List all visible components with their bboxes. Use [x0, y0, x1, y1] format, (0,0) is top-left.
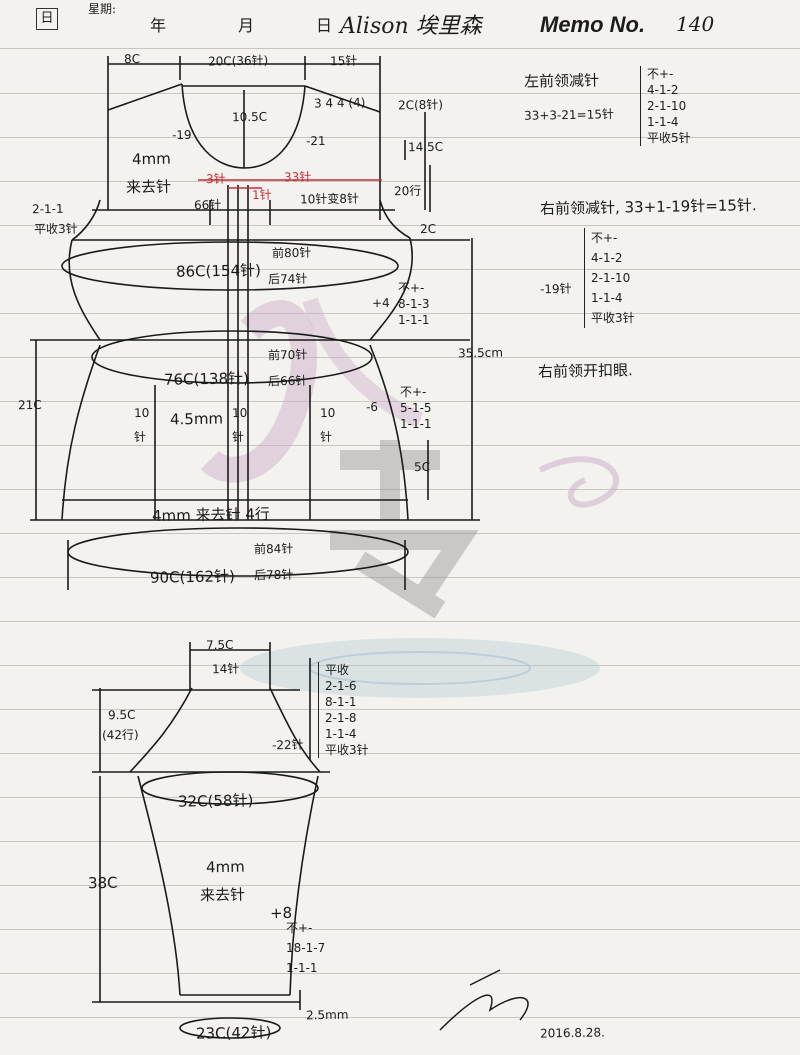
left-front-rules: 不+- 4-1-2 2-1-10 1-1-4 平收5针 [640, 66, 691, 146]
month-label: 月 [238, 16, 255, 35]
year-label: 年 [150, 16, 167, 35]
author-name: Alison 埃里森 [340, 14, 482, 39]
signature-date: 2016.8.28. [539, 1025, 606, 1041]
right-front-rule: 1-1-4 [591, 291, 623, 305]
sleeve-needle-size: 4mm [205, 857, 245, 877]
sleeve-inc-rules: 不+- 18-1-7 1-1-1 [286, 918, 325, 978]
right-front-rule: 4-1-2 [591, 251, 623, 265]
day-label: 日 [316, 16, 333, 35]
sleeve-top-width: 7.5C [205, 637, 234, 653]
cap-rule: 平收3针 [325, 743, 369, 757]
right-front-rule: 2-1-10 [591, 271, 631, 285]
week-label: 星期: [88, 2, 117, 16]
cuff-width: 23C(42针) [195, 1023, 272, 1043]
inc-rule: 1-1-1 [398, 313, 430, 327]
dec-rules: 不+- 5-1-5 1-1-1 [400, 384, 432, 432]
dec-rule: 不+- [400, 385, 427, 399]
inc-rules: 不+- 8-1-3 1-1-1 [398, 280, 430, 328]
left-front-rule: 1-1-4 [647, 115, 679, 129]
memo-label: Memo No. [540, 12, 646, 37]
cap-minus: -22针 [271, 737, 304, 753]
sleeve-inc-rule: 18-1-7 [286, 941, 326, 955]
sleeve-inc-rule: 不+- [286, 921, 313, 935]
cap-rule: 2-1-8 [325, 711, 357, 725]
signature-scribble [439, 969, 529, 1031]
cap-height: 9.5C [107, 707, 136, 723]
left-front-rule: 4-1-2 [647, 83, 679, 97]
left-front-rule: 2-1-10 [647, 99, 687, 113]
cap-rows: (42行) [101, 727, 139, 743]
dec-rule: 5-1-5 [400, 401, 432, 415]
cap-rule: 2-1-6 [325, 679, 357, 693]
sleeve-needle-stitch: 来去针 [199, 885, 246, 905]
inc-rule: 不+- [398, 281, 425, 295]
inc-rule: 8-1-3 [398, 297, 430, 311]
dec-rule: 1-1-1 [400, 417, 432, 431]
day-box: 日 [36, 8, 58, 30]
sleeve-length: 38C [87, 873, 118, 893]
sleeve-top-stitches: 14针 [211, 661, 240, 677]
page-header: 日 星期: 年 月 日 Alison 埃里森 Memo No. 140 [0, 2, 800, 46]
cap-rule: 平收 [325, 663, 350, 677]
cap-rule: 8-1-1 [325, 695, 357, 709]
memo-number: 140 [676, 12, 715, 36]
cap-rule: 1-1-4 [325, 727, 357, 741]
upper-arm-width: 32C(58针) [177, 791, 254, 811]
right-front-rule: 不+- [591, 231, 618, 245]
left-front-rule: 不+- [647, 67, 674, 81]
left-front-rule: 平收5针 [647, 131, 691, 145]
right-front-rule: 平收3针 [591, 311, 635, 325]
right-front-rules: 不+- 4-1-2 2-1-10 1-1-4 平收3针 [584, 228, 635, 328]
sleeve-inc-rule: 1-1-1 [286, 961, 318, 975]
cuff-rows: 2.5mm [305, 1007, 349, 1023]
cap-rules: 平收 2-1-6 8-1-1 2-1-8 1-1-4 平收3针 [318, 662, 369, 758]
